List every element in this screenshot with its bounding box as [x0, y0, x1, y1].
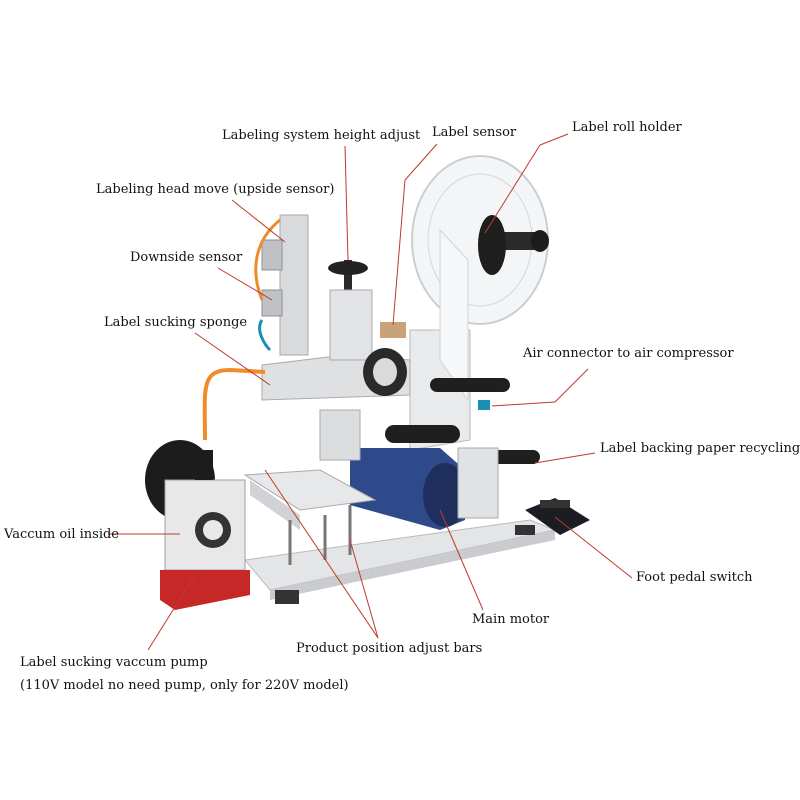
label-height-adjust: Labeling system height adjust — [222, 128, 421, 143]
label-downside-sensor: Downside sensor — [130, 250, 243, 265]
pump-base — [160, 570, 250, 610]
leader-main-motor — [439, 509, 484, 611]
leader-label-sensor — [404, 143, 438, 181]
label-sucking-sponge: Label sucking sponge — [104, 315, 248, 330]
label-label-sensor: Label sensor — [432, 125, 517, 140]
label-vacuum-pump-note: (110V model no need pump, only for 220V … — [20, 678, 349, 693]
leader-height-adjust — [344, 145, 349, 261]
leader-position-bars — [349, 539, 379, 639]
air-tube — [202, 367, 266, 441]
leader-backing-recycling — [534, 452, 596, 464]
head-column — [279, 214, 309, 356]
leader-air-connector — [554, 368, 589, 403]
roller-upper — [430, 378, 510, 392]
air-connector — [478, 400, 490, 410]
label-roll-holder: Label roll holder — [572, 120, 682, 135]
base-foot — [275, 590, 299, 604]
label-foot-pedal: Foot pedal switch — [636, 570, 753, 585]
height-adjust-knob — [328, 261, 368, 275]
label-backing-recycling: Label backing paper recycling bar — [600, 441, 800, 456]
label-vacuum-oil: Vaccum oil inside — [4, 527, 119, 542]
label-position-bars: Product position adjust bars — [296, 641, 483, 656]
leader-roll-holder — [539, 133, 569, 146]
roller-backing — [385, 425, 460, 443]
leader-head-move — [231, 199, 286, 243]
leader-foot-pedal — [554, 516, 633, 579]
label-vacuum-pump: Label sucking vaccum pump — [20, 655, 208, 670]
label-main-motor: Main motor — [472, 612, 550, 627]
leader-vacuum-pump — [147, 574, 196, 651]
label-air-connector: Air connector to air compressor — [523, 346, 734, 361]
product-guide — [243, 469, 377, 511]
leader-lines — [108, 133, 633, 651]
leader-sucking-sponge — [194, 332, 271, 386]
label-head-move: Labeling head move (upside sensor) — [96, 182, 335, 197]
leader-downside-sensor — [217, 267, 273, 301]
